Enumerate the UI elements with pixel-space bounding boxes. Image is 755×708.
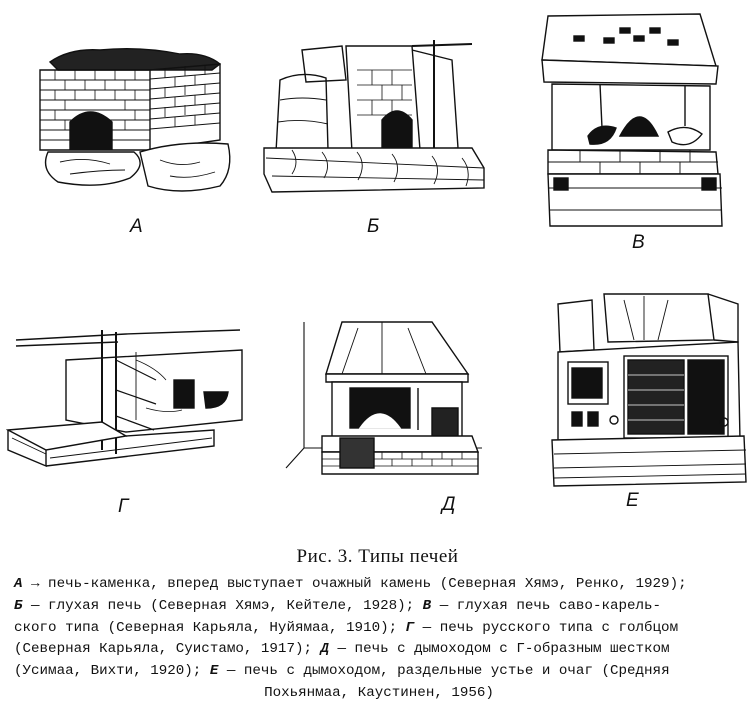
savo-karelian-drawing	[541, 13, 723, 227]
caption-key: Г	[405, 619, 415, 636]
figure-b-label: Б	[367, 216, 380, 237]
figure-g-label: Г	[118, 496, 129, 517]
caption-key: Д	[320, 641, 330, 658]
caption-text: ского типа (Северная Карьяла, Нуйямаа, 1…	[14, 619, 406, 636]
figure-e-label: Е	[626, 490, 639, 511]
caption-text: — глухая печь саво-карель-	[431, 597, 662, 614]
figure-a-kamenka: А	[30, 40, 240, 237]
figure-caption-title: Рис. 3. Типы печей	[296, 546, 459, 567]
closed-stove-drawing	[263, 40, 485, 193]
caption-text: Похьянмаа, Каустинен, 1956)	[264, 684, 494, 701]
caption-line: (Северная Карьяла, Суистамо, 1917); Д — …	[14, 639, 744, 661]
caption-key: Б	[14, 597, 23, 614]
caption-text: — глухая печь (Северная Хямэ, Кейтеле, 1…	[22, 597, 423, 614]
caption-text: → печь-каменка, вперед выступает очажный…	[22, 576, 687, 592]
caption-text: — печь с дымоходом, раздельные устье и о…	[218, 663, 670, 680]
caption-line: ского типа (Северная Карьяла, Нуйямаа, 1…	[14, 618, 744, 640]
caption-line: (Усимаа, Вихти, 1920); Е — печь с дымохо…	[14, 661, 744, 683]
figure-g-russian-stove: Г	[6, 320, 246, 517]
figure-e-separate-hearth-stove: Е	[548, 290, 748, 511]
figure-b-closed-stove: Б	[262, 40, 492, 237]
caption-text: (Северная Карьяла, Суистамо, 1917);	[14, 641, 321, 658]
figure-v-label: В	[632, 232, 645, 253]
figure-a-label: А	[130, 216, 143, 237]
caption-line: Б — глухая печь (Северная Хямэ, Кейтеле,…	[14, 596, 744, 618]
caption-line: А → печь-каменка, вперед выступает очажн…	[14, 574, 744, 596]
russian-stove-drawing	[6, 329, 243, 468]
kamenka-drawing	[39, 47, 231, 192]
separate-hearth-drawing	[551, 293, 747, 487]
caption-text: (Усимаа, Вихти, 1920);	[14, 663, 210, 680]
caption-line: Похьянмаа, Каустинен, 1956)	[14, 683, 744, 705]
figure-d-chimney-stove: Д	[282, 318, 492, 515]
figure-caption-body: А → печь-каменка, вперед выступает очажн…	[14, 574, 744, 705]
caption-key: А	[14, 576, 23, 592]
figure-v-savo-karelian-stove: В	[540, 10, 730, 253]
caption-text: — печь с дымоходом с Г-образным шестком	[329, 641, 670, 658]
caption-text: — печь русского типа с голбцом	[414, 619, 679, 636]
figure-d-label: Д	[442, 494, 456, 515]
caption-key: Е	[209, 663, 219, 680]
chimney-stove-drawing	[285, 321, 482, 475]
caption-key: В	[422, 597, 432, 614]
